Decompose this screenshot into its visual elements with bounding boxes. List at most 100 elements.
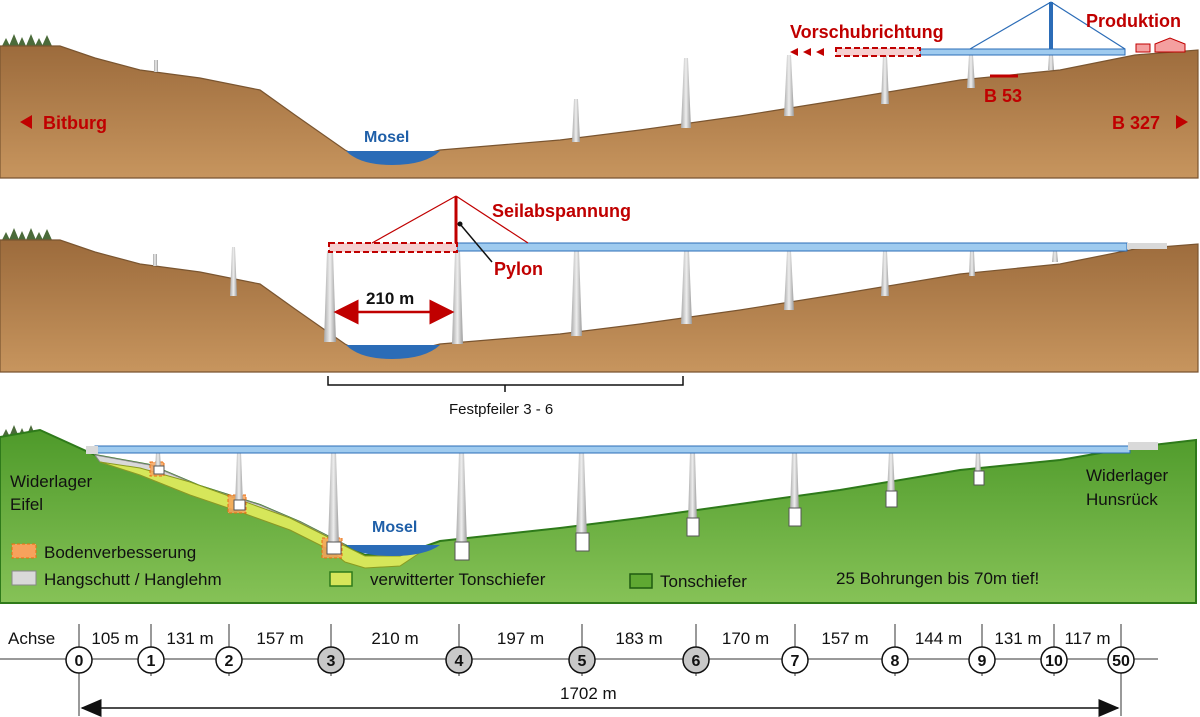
label-span-210: 210 m (366, 289, 414, 308)
pier-number: 9 (978, 653, 987, 670)
axis-label: Achse (8, 629, 55, 648)
bridge-deck-panel-3 (94, 445, 1131, 454)
pier-marker (881, 646, 909, 674)
legend-swatch-slate (629, 573, 653, 589)
span-length: 157 m (821, 629, 868, 648)
piers-panel-2 (153, 247, 1058, 344)
pier-number: 5 (578, 653, 587, 670)
pier (967, 55, 975, 88)
pier (681, 251, 692, 324)
pier-number: 6 (692, 653, 701, 670)
span-length: 157 m (256, 629, 303, 648)
label-cable-stay: Seilabspannung (492, 201, 631, 221)
label-push-direction: Vorschubrichtung (790, 22, 944, 42)
label-fixed-piers: Festpfeiler 3 - 6 (449, 401, 553, 418)
pier-marker (1107, 646, 1135, 674)
label-b327: B 327 (1112, 113, 1160, 133)
pier-marker (215, 646, 243, 674)
bridge-deck-panel-2 (456, 242, 1128, 252)
production-hall-icon (1135, 37, 1186, 53)
river-panel-3 (346, 545, 440, 556)
span-length: 105 m (91, 629, 138, 648)
pier-number: 8 (891, 653, 900, 670)
legend-swatch-soil-improvement (11, 543, 37, 559)
pier (452, 251, 463, 344)
span-length: 183 m (615, 629, 662, 648)
label-production: Produktion (1086, 11, 1181, 31)
pier-number: 10 (1045, 653, 1063, 670)
label-b53: B 53 (984, 86, 1022, 106)
pier-marker (1040, 646, 1068, 674)
span-length: 170 m (722, 629, 769, 648)
pier (456, 452, 467, 545)
span-length: 144 m (915, 629, 962, 648)
pier (576, 452, 587, 538)
pier (154, 60, 158, 72)
launching-nose-panel-2 (328, 242, 458, 253)
pier (881, 251, 889, 296)
pier-number: 1 (147, 653, 156, 670)
label-boreholes: 25 Bohrungen bis 70m tief! (836, 569, 1039, 588)
pier-number: 50 (1112, 653, 1130, 670)
pylon-panel-1 (969, 1, 1126, 50)
trees-left (2, 34, 52, 46)
pier (571, 251, 582, 336)
push-direction-arrows (790, 48, 824, 56)
bridge-deck-panel-1 (919, 48, 1126, 56)
pier-marker (682, 646, 710, 674)
legend-label: Tonschiefer (660, 572, 747, 591)
trees-left-2 (2, 228, 52, 240)
legend-label: Hangschutt / Hanglehm (44, 570, 222, 589)
terrain-panel-2 (0, 239, 1199, 373)
pier (681, 58, 691, 128)
pier-number: 3 (327, 653, 336, 670)
pier (1048, 55, 1054, 70)
piers-panel-3 (155, 452, 981, 545)
span-length: 197 m (497, 629, 544, 648)
abutment-hunsrueck (1128, 442, 1158, 450)
pier-number: 2 (225, 653, 234, 670)
pier-marker (137, 646, 165, 674)
pier (887, 452, 895, 494)
arrow-left-icon (20, 115, 32, 129)
panel-2-launch-over-river: 210 m Seilabspannung Pylon Festpfeiler 3… (0, 195, 1199, 418)
span-length: 131 m (166, 629, 213, 648)
pier-marker (445, 646, 473, 674)
pier (572, 99, 580, 142)
pier-number: 7 (791, 653, 800, 670)
panel-1-launch-start: Bitburg B 327 Mosel Vorschubrichtung Pro… (0, 0, 1200, 180)
label-mosel-3: Mosel (372, 519, 417, 536)
abutment-panel-2 (1127, 243, 1167, 249)
legend-swatch-slope-debris (11, 570, 37, 586)
legend-swatch-weathered-slate (329, 571, 353, 587)
label-bitburg: Bitburg (43, 113, 107, 133)
pier (1052, 251, 1058, 262)
pier (969, 251, 975, 276)
pylon-leader-line (459, 223, 493, 263)
span-length: 131 m (994, 629, 1041, 648)
river-panel-2 (346, 345, 440, 359)
label-pylon: Pylon (494, 259, 543, 279)
legend-label: verwitterter Tonschiefer (370, 570, 546, 589)
label-mosel-1: Mosel (364, 129, 409, 146)
pier (235, 452, 243, 505)
pier (784, 251, 794, 310)
total-length-label: 1702 m (560, 684, 617, 703)
pier (881, 55, 889, 104)
fixed-piers-bracket (327, 376, 684, 392)
pier-number: 0 (75, 653, 84, 670)
launching-nose-panel-1 (835, 47, 921, 57)
pier-number: 4 (455, 653, 464, 670)
pier (328, 452, 339, 545)
pier-marker (968, 646, 996, 674)
legend-label: Bodenverbesserung (44, 543, 196, 562)
pier (975, 452, 981, 474)
arrow-right-icon (1176, 115, 1188, 129)
pier (790, 452, 799, 512)
abutment-eifel (86, 446, 98, 454)
label-abutment-hunsrueck: Widerlager Hunsrück (1086, 466, 1173, 509)
pier-marker (65, 646, 93, 674)
pier (324, 251, 336, 342)
